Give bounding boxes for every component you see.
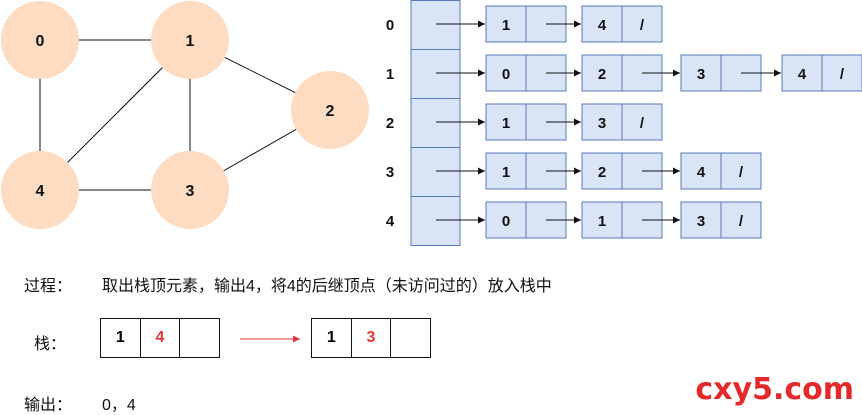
stack-before-cell: 1 <box>101 319 141 357</box>
adjacency-node-value: 1 <box>502 17 510 34</box>
graph-node-label: 2 <box>326 103 335 120</box>
adjacency-vertex-label: 1 <box>386 66 394 83</box>
graph-node-label: 4 <box>36 183 45 200</box>
adjacency-null-mark: / <box>739 164 744 181</box>
adjacency-vertex-label: 0 <box>386 17 394 34</box>
adjacency-head-cell <box>410 147 461 197</box>
stack-after-cell-top: 3 <box>352 319 392 357</box>
graph-node-label: 1 <box>186 33 195 50</box>
adjacency-node-value: 0 <box>502 66 510 83</box>
stack-after-cell: 1 <box>312 319 352 357</box>
adjacency-node-value: 4 <box>598 17 607 34</box>
adjacency-vertex-label: 3 <box>386 164 394 181</box>
adjacency-head-cell <box>410 49 461 99</box>
graph-node-1 <box>151 1 229 79</box>
graph-node-4 <box>1 151 79 229</box>
stack-after-cell-empty <box>391 319 430 357</box>
adjacency-null-mark: / <box>739 213 744 230</box>
adjacency-vertex-label: 2 <box>386 115 394 132</box>
adjacency-node-value: 1 <box>598 213 606 230</box>
adjacency-node-value: 2 <box>598 164 606 181</box>
adjacency-null-mark: / <box>840 66 845 83</box>
process-label: 过程： <box>24 278 73 295</box>
output-label: 输出： <box>24 397 73 414</box>
adjacency-head-cell <box>410 98 461 148</box>
graph-node-0 <box>1 1 79 79</box>
adjacency-node-value: 3 <box>697 213 705 230</box>
adjacency-node-value: 4 <box>697 164 706 181</box>
adjacency-head-cell <box>410 0 461 50</box>
stack-before-cell-empty <box>180 319 219 357</box>
stack-before: 1 4 <box>100 318 220 358</box>
adjacency-node-value: 1 <box>502 115 510 132</box>
graph-node-label: 3 <box>186 183 195 200</box>
output-value: 0，4 <box>102 397 136 414</box>
adjacency-node-value: 2 <box>598 66 606 83</box>
adjacency-node-value: 3 <box>697 66 705 83</box>
graph-node-3 <box>151 151 229 229</box>
graph-node-label: 0 <box>36 33 45 50</box>
watermark-logo: cxy5.com <box>695 372 854 407</box>
adjacency-node-value: 3 <box>598 115 606 132</box>
adjacency-null-mark: / <box>640 115 645 132</box>
graph-node-2 <box>291 71 369 149</box>
adjacency-head-cell <box>410 196 461 246</box>
process-text: 取出栈顶元素，输出4，将4的后继顶点（未访问过的）放入栈中 <box>102 278 552 295</box>
stack-before-cell-top: 4 <box>141 319 181 357</box>
adjacency-vertex-label: 4 <box>386 213 395 230</box>
adjacency-null-mark: / <box>640 17 645 34</box>
adjacency-node-value: 4 <box>798 66 807 83</box>
adjacency-node-value: 0 <box>502 213 510 230</box>
adjacency-node-value: 1 <box>502 164 510 181</box>
stack-after: 1 3 <box>311 318 431 358</box>
stack-label: 栈： <box>34 336 67 353</box>
